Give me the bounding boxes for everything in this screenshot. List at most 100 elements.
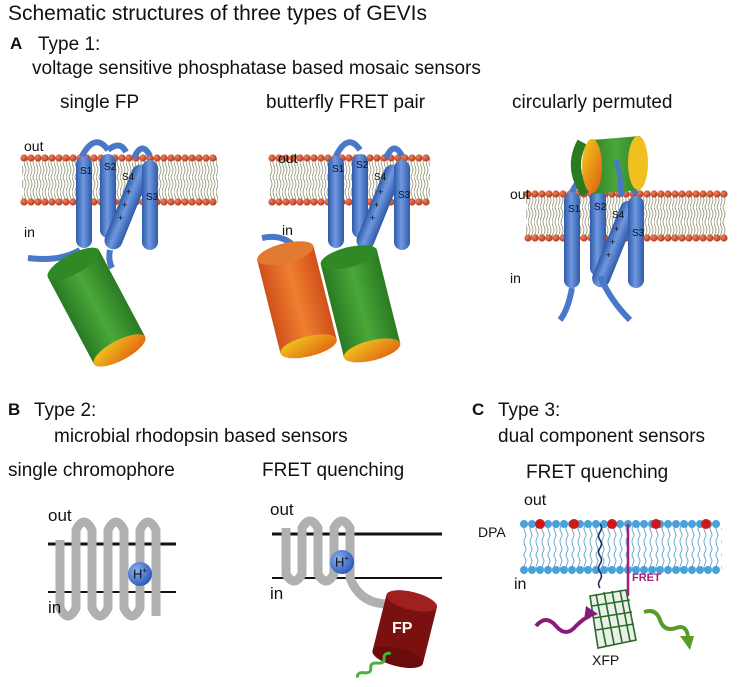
svg-text:S4: S4 <box>374 172 387 183</box>
lipid-head <box>20 198 28 206</box>
svg-text:S2: S2 <box>356 160 369 171</box>
b1-out-label: out <box>48 506 72 525</box>
lipid-head <box>289 154 297 162</box>
vsd-protein-a1: S1 S2 S4 S3 + + + <box>27 139 159 270</box>
panel-a-type: Type 1: <box>38 34 101 55</box>
b2-in-label: in <box>270 584 284 603</box>
lipid-head <box>671 234 679 242</box>
lipid-head <box>160 198 168 206</box>
membrane-c-head <box>680 520 688 528</box>
lipid-head <box>167 154 175 162</box>
membrane-c-head <box>632 520 640 528</box>
lipid-head <box>664 190 672 198</box>
lipid-head <box>303 154 311 162</box>
lipid-head <box>139 154 147 162</box>
membrane-c-head <box>576 566 584 574</box>
membrane-c-head <box>536 566 544 574</box>
lipid-head <box>195 198 203 206</box>
membrane-c-head <box>560 520 568 528</box>
b1-proton-label: H+ <box>133 566 148 582</box>
panel-b-letter: B <box>8 400 21 419</box>
membrane-c-head <box>712 520 720 528</box>
svg-text:+: + <box>118 213 123 223</box>
lipid-head <box>678 234 686 242</box>
lipid-head <box>580 234 588 242</box>
c-out-label: out <box>524 492 547 509</box>
membrane-c-head <box>528 566 536 574</box>
svg-text:S1: S1 <box>80 166 93 177</box>
variant-single-fp: single FP <box>60 92 140 113</box>
svg-text:+: + <box>614 224 619 234</box>
membrane-c-head <box>688 566 696 574</box>
lipid-head <box>408 154 416 162</box>
panel-c-description: dual component sensors <box>498 426 706 447</box>
lipid-head <box>27 198 35 206</box>
membrane-c-head <box>680 566 688 574</box>
vsd-protein-a3: S1 S2 S4 S3 + + + <box>557 175 645 323</box>
svg-text:+: + <box>374 200 379 210</box>
green-emission-wave-b2 <box>355 651 391 678</box>
membrane-c-head <box>664 520 672 528</box>
variant-single-chromophore: single chromophore <box>8 460 175 481</box>
emission-arrow <box>643 609 694 650</box>
membrane-c-head <box>712 566 720 574</box>
lipid-head <box>685 234 693 242</box>
lipid-head <box>538 190 546 198</box>
b1-in-label: in <box>48 598 62 617</box>
lipid-head <box>650 190 658 198</box>
lipid-head <box>282 154 290 162</box>
lipid-head <box>657 234 665 242</box>
a3-in-label: in <box>510 270 521 286</box>
svg-text:S1: S1 <box>332 164 345 175</box>
variant-butterfly: butterfly FRET pair <box>266 92 426 113</box>
a3-out-label: out <box>510 186 530 202</box>
lipid-head <box>664 234 672 242</box>
a2-out-label: out <box>278 150 298 166</box>
membrane-c-head <box>592 520 600 528</box>
xfp-label: XFP <box>592 652 620 668</box>
lipid-head <box>275 154 283 162</box>
lipid-head <box>41 198 49 206</box>
lipid-head <box>296 198 304 206</box>
lipid-head <box>408 198 416 206</box>
lipid-head <box>69 154 77 162</box>
lipid-head <box>643 234 651 242</box>
lipid-head <box>524 190 532 198</box>
lipid-head <box>650 234 658 242</box>
membrane-c-head <box>528 520 536 528</box>
lipid-head <box>174 154 182 162</box>
membrane-c-head <box>688 520 696 528</box>
lipid-head <box>55 154 63 162</box>
membrane-c-head <box>696 566 704 574</box>
lipid-head <box>671 190 679 198</box>
lipid-head <box>720 234 728 242</box>
lipid-head <box>268 154 276 162</box>
svg-text:+: + <box>606 250 611 260</box>
lipid-head <box>125 154 133 162</box>
lipid-head <box>27 154 35 162</box>
lipid-head <box>699 190 707 198</box>
lipid-head <box>118 154 126 162</box>
lipid-head <box>268 198 276 206</box>
panel-b-type: Type 2: <box>34 400 97 421</box>
lipid-head <box>373 154 381 162</box>
svg-text:S3: S3 <box>398 190 411 201</box>
lipid-head <box>685 190 693 198</box>
lipid-head <box>289 198 297 206</box>
membrane-c-head <box>552 566 560 574</box>
lipid-head <box>48 198 56 206</box>
membrane-c-head <box>672 566 680 574</box>
rhodopsin-b1 <box>48 517 176 621</box>
lipid-head <box>643 190 651 198</box>
membrane-c-head <box>704 566 712 574</box>
lipid-head <box>524 234 532 242</box>
lipid-head <box>209 154 217 162</box>
lipid-head <box>559 190 567 198</box>
svg-text:S3: S3 <box>632 228 645 239</box>
variant-circularly-permuted: circularly permuted <box>512 92 673 113</box>
membrane-a1 <box>22 158 218 202</box>
svg-text:S2: S2 <box>594 202 607 213</box>
lipid-head <box>310 198 318 206</box>
